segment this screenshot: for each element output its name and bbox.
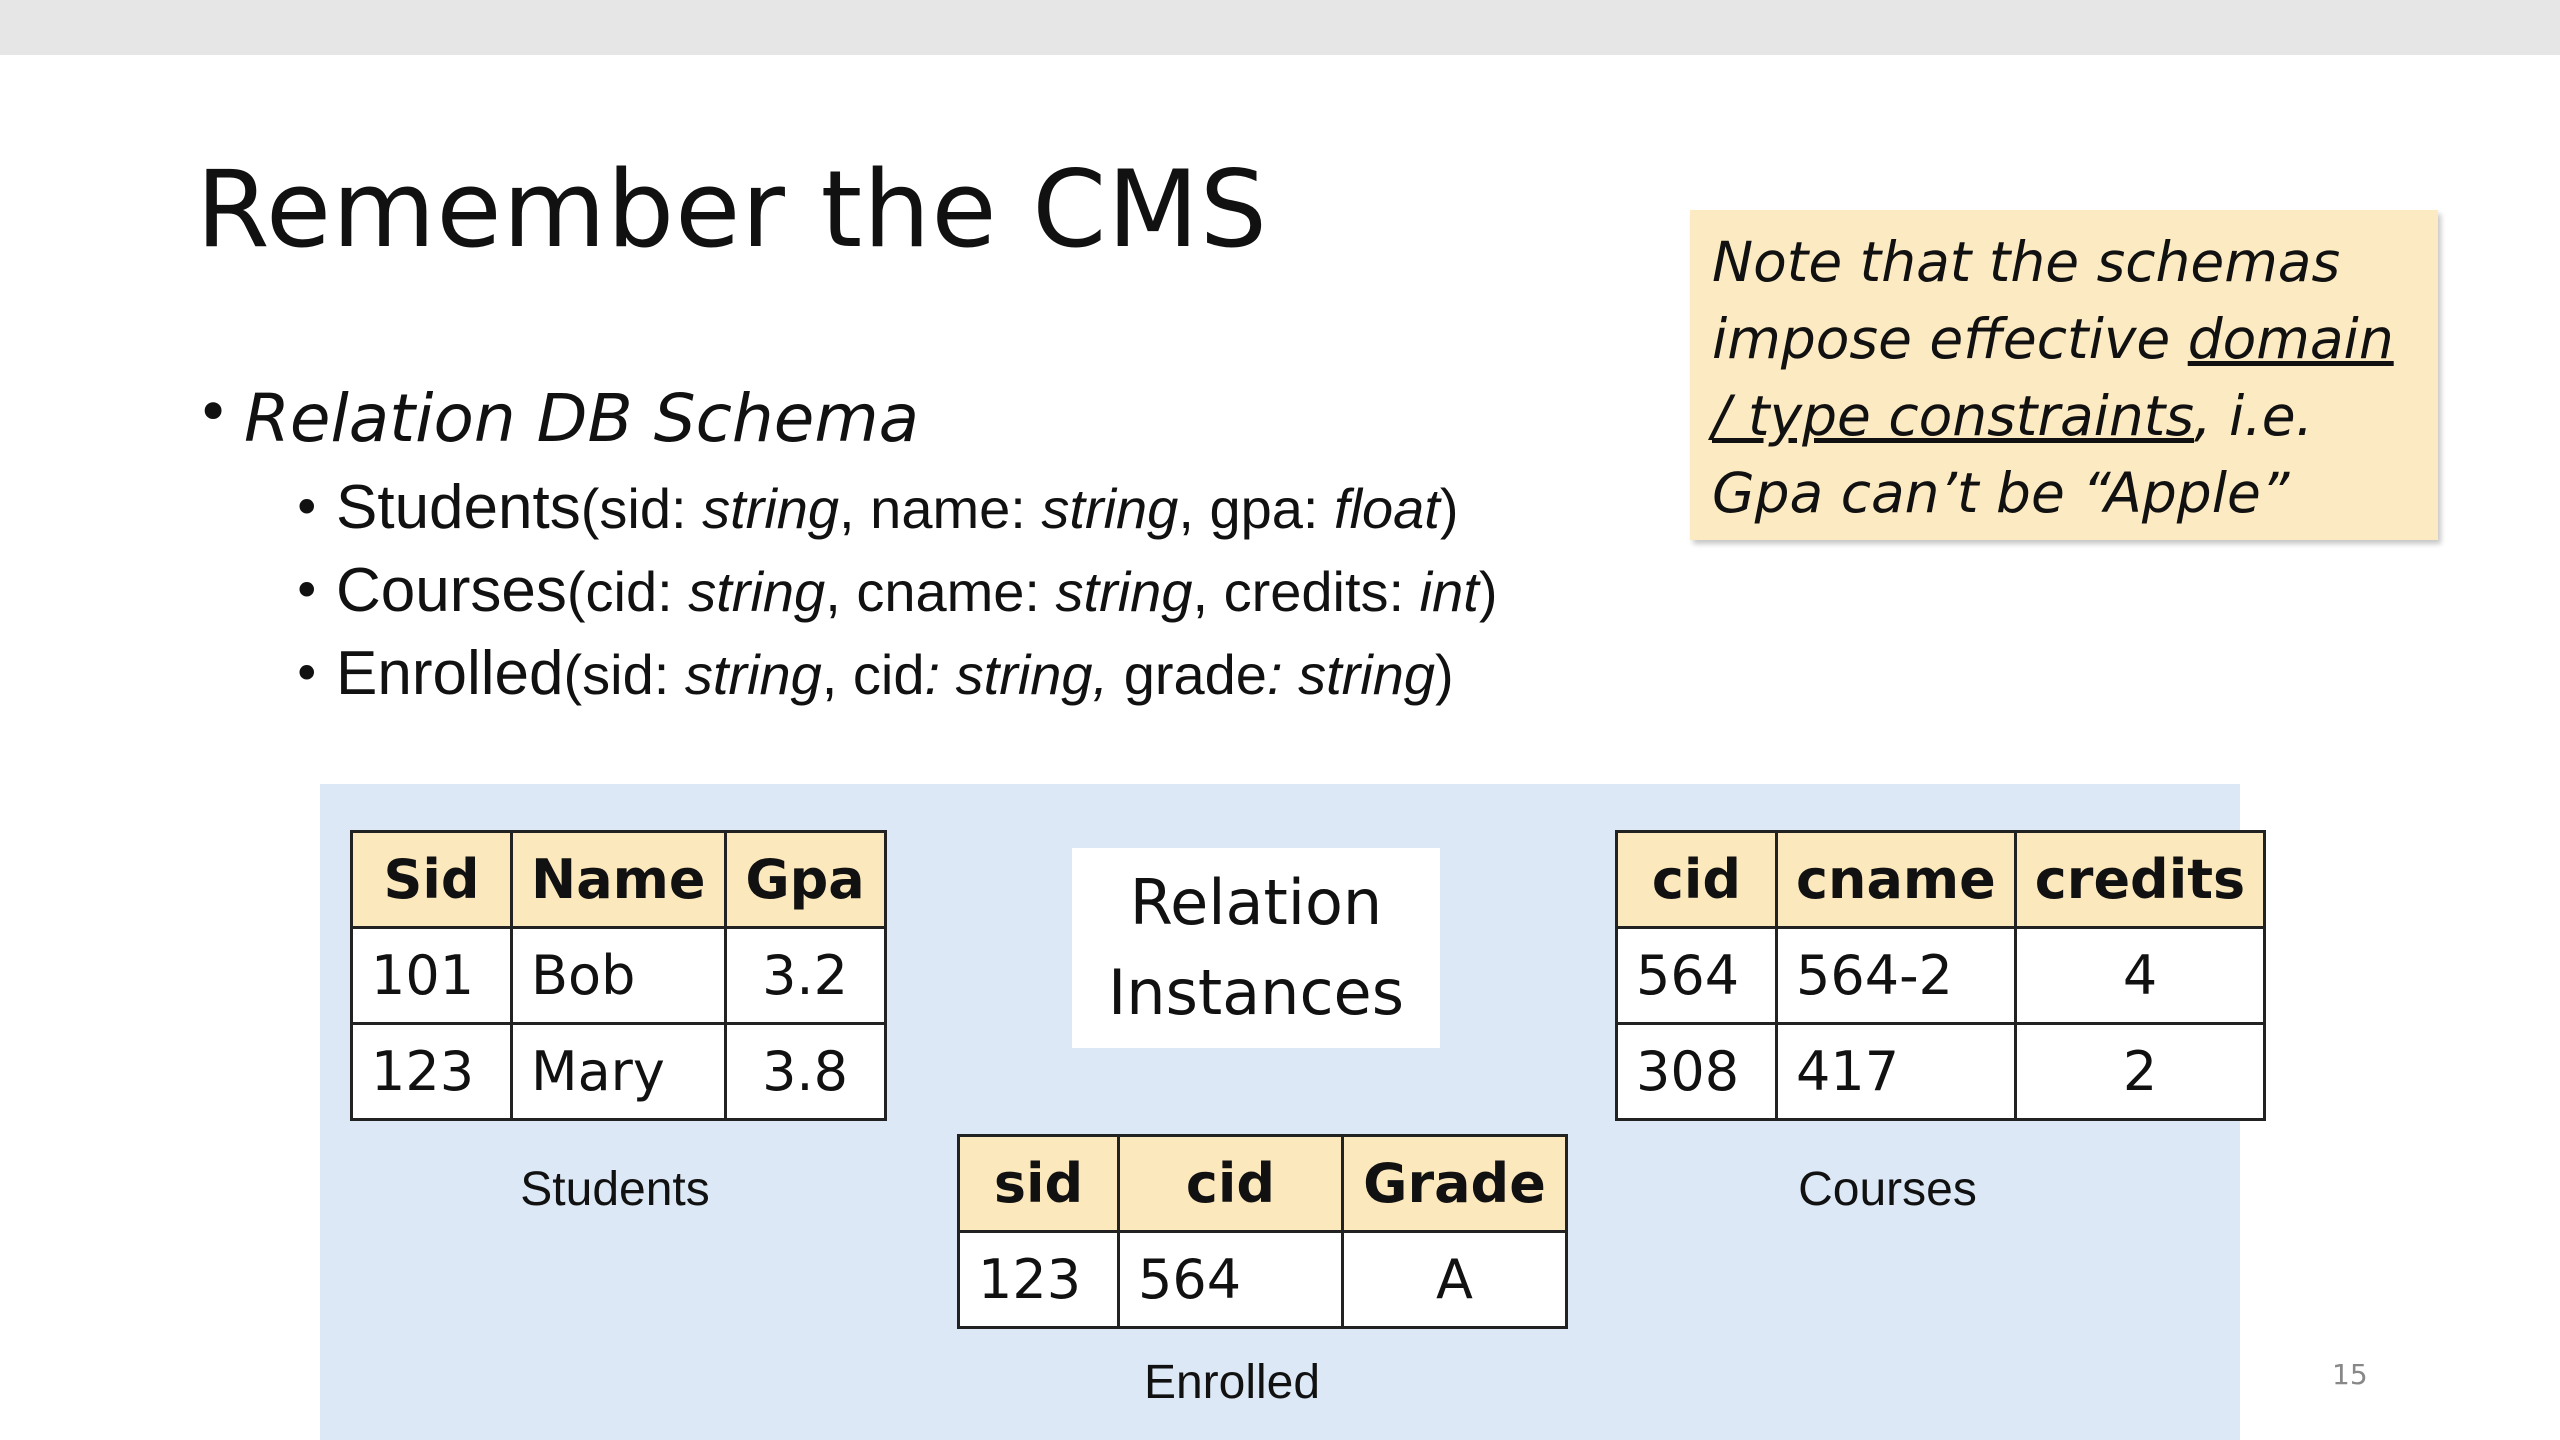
table-header-cell: sid [957, 1134, 1120, 1233]
relation-instances-line1: Relation [1129, 866, 1383, 939]
table-header-cell: cid [1615, 830, 1778, 929]
table-header-cell: credits [2013, 830, 2267, 929]
schema-heading: Relation DB Schema [196, 378, 1497, 457]
schema-relation-list: Students(sid: string, name: string, gpa:… [292, 467, 1497, 716]
table-cell: A [1341, 1230, 1568, 1329]
table-row: 308 417 2 [1615, 1022, 2267, 1121]
table-header-row: cid cname credits [1615, 830, 2267, 929]
schema-relation-students: Students(sid: string, name: string, gpa:… [292, 467, 1497, 550]
table-cell: 123 [350, 1022, 513, 1121]
table-header-cell: Sid [350, 830, 513, 929]
table-cell: 3.2 [723, 926, 887, 1025]
schema-bullets: Relation DB Schema Students(sid: string,… [196, 378, 1497, 716]
relation-instances-label: Relation Instances [1072, 848, 1440, 1048]
table-row: 123 Mary 3.8 [350, 1022, 887, 1121]
table-header-cell: Name [510, 830, 727, 929]
table-header-cell: cname [1775, 830, 2017, 929]
enrolled-table: sid cid Grade 123 564 A [957, 1134, 1568, 1329]
note-underlined-text: domain / type constraints [1712, 307, 2394, 448]
table-header-cell: Gpa [723, 830, 887, 929]
note-callout: Note that the schemas impose effective d… [1690, 210, 2438, 540]
table-header-row: sid cid Grade [957, 1134, 1568, 1233]
table-cell: 564 [1117, 1230, 1344, 1329]
table-cell: 564 [1615, 926, 1778, 1025]
table-cell: 4 [2013, 926, 2267, 1025]
students-table: Sid Name Gpa 101 Bob 3.2 123 Mary 3.8 [350, 830, 887, 1121]
table-header-row: Sid Name Gpa [350, 830, 887, 929]
table-cell: 308 [1615, 1022, 1778, 1121]
slide-title: Remember the CMS [196, 148, 1269, 271]
table-cell: 2 [2013, 1022, 2267, 1121]
top-bar [0, 0, 2560, 55]
table-header-cell: Grade [1341, 1134, 1568, 1233]
table-cell: Bob [510, 926, 727, 1025]
courses-table: cid cname credits 564 564-2 4 308 417 2 [1615, 830, 2267, 1121]
enrolled-caption: Enrolled [1143, 1356, 1321, 1409]
page-number: 15 [2332, 1358, 2368, 1391]
table-cell: 564-2 [1775, 926, 2017, 1025]
relation-instances-line2: Instances [1107, 956, 1404, 1029]
table-cell: 417 [1775, 1022, 2017, 1121]
students-caption: Students [520, 1163, 710, 1216]
table-row: 101 Bob 3.2 [350, 926, 887, 1025]
table-cell: 123 [957, 1230, 1120, 1329]
table-row: 123 564 A [957, 1230, 1568, 1329]
schema-relation-courses: Courses(cid: string, cname: string, cred… [292, 550, 1497, 633]
table-cell: Mary [510, 1022, 727, 1121]
schema-relation-enrolled: Enrolled(sid: string, cid: string, grade… [292, 633, 1497, 716]
table-row: 564 564-2 4 [1615, 926, 2267, 1025]
courses-caption: Courses [1798, 1163, 1977, 1216]
table-header-cell: cid [1117, 1134, 1344, 1233]
table-cell: 101 [350, 926, 513, 1025]
table-cell: 3.8 [723, 1022, 887, 1121]
